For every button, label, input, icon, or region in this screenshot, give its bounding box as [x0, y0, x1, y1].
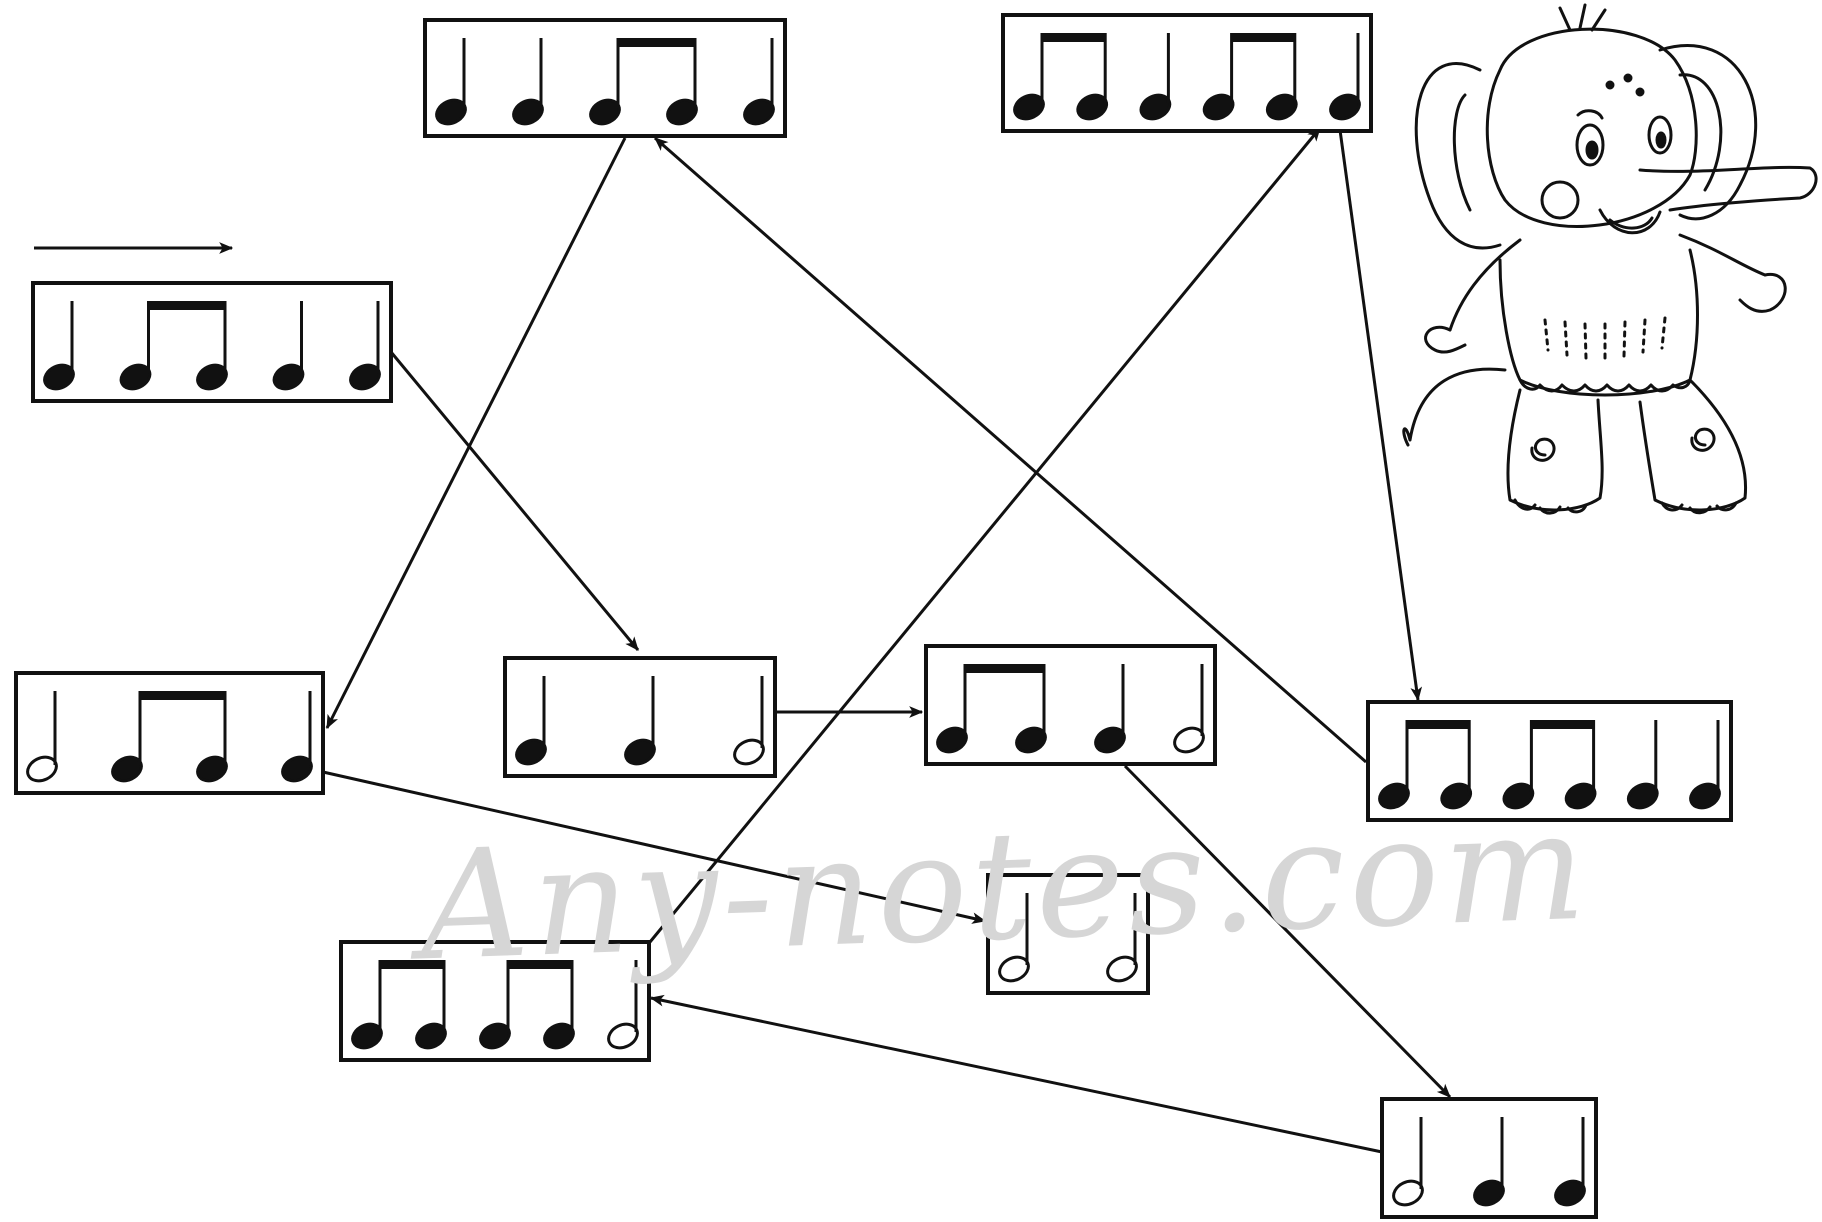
eighth-beam [1406, 720, 1471, 729]
rhythm-measure-m7 [1366, 700, 1733, 822]
elephant-right-ear [1658, 44, 1758, 221]
rhythm-measure-m10 [1380, 1097, 1598, 1219]
rhythm-measure-m9 [339, 940, 651, 1062]
rhythm-measure-m3 [1001, 13, 1373, 133]
connection-arrow-m9-to-m3 [648, 127, 1322, 943]
connection-arrow-m6-to-m10 [1123, 764, 1452, 1099]
eighth-beam [147, 301, 226, 310]
elephant-head [1485, 27, 1698, 228]
elephant-legs [1506, 388, 1604, 512]
rhythm-measure-m5 [503, 656, 777, 778]
connection-arrow-m4-to-m8 [322, 770, 987, 924]
elephant-left-ear [1414, 62, 1502, 250]
rhythm-measure-m6 [924, 644, 1217, 766]
eighth-beam [964, 664, 1045, 673]
eighth-beam [1530, 720, 1595, 729]
measure-box [924, 644, 1217, 766]
eighth-beam [507, 960, 573, 969]
connection-arrow-m7-to-m2 [654, 136, 1367, 764]
eighth-beam [1230, 33, 1296, 42]
elephant-illustration [1402, 3, 1818, 515]
eighth-beam [379, 960, 445, 969]
arrows-layer [322, 127, 1452, 1154]
connection-arrow-m2-to-m4 [325, 137, 627, 730]
measure-box [1001, 13, 1373, 133]
measure-box [1366, 700, 1733, 822]
rhythm-measure-m1 [31, 281, 393, 403]
eighth-beam [139, 691, 226, 700]
connection-arrow-m3-to-m7 [1338, 129, 1423, 702]
measures-layer [14, 13, 1733, 1219]
connection-arrow-m1-to-m5 [389, 351, 640, 651]
rhythm-measure-m8 [986, 873, 1150, 995]
rhythm-measure-m4 [14, 671, 325, 795]
connection-arrow-m10-to-m9 [649, 994, 1383, 1154]
elephant-body [1448, 233, 1767, 332]
eighth-beam [617, 38, 696, 47]
rhythm-measure-m2 [423, 18, 787, 138]
eighth-beam [1041, 33, 1107, 42]
elephant-trunk [1638, 165, 1818, 212]
